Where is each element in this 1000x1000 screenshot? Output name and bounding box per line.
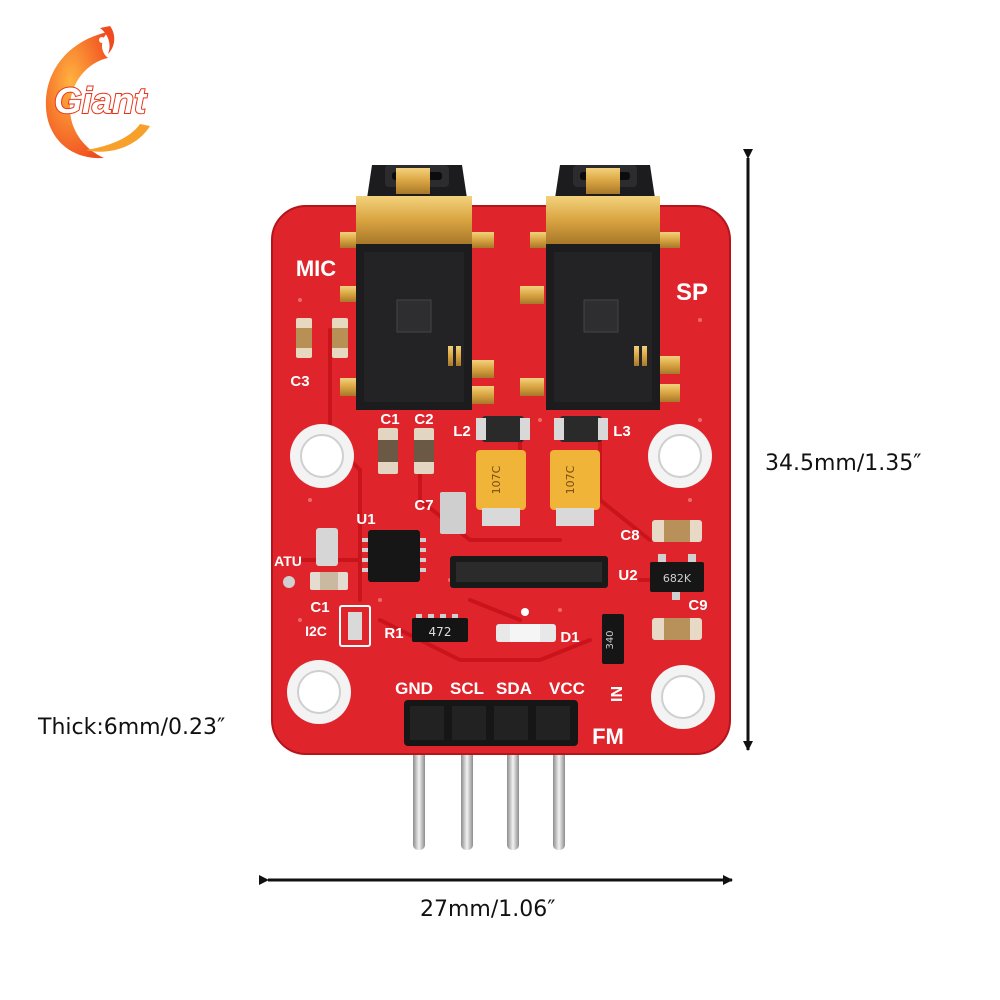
label-vcc: VCC xyxy=(549,679,585,698)
label-c1-top: C1 xyxy=(380,411,399,428)
label-l2: L2 xyxy=(453,423,471,440)
label-fm: FM xyxy=(592,724,624,749)
resistor-array-marking: 472 xyxy=(429,625,452,639)
label-mic: MIC xyxy=(296,256,336,281)
label-sp: SP xyxy=(676,279,708,306)
u2-marking: 682K xyxy=(663,572,692,585)
header-pins xyxy=(413,745,565,850)
audio-jack-sp xyxy=(520,165,680,410)
label-r1: R1 xyxy=(384,625,403,642)
pcb-board: 107C 107C 472 xyxy=(271,165,731,755)
logo-text: Giant xyxy=(54,80,148,121)
label-c3: C3 xyxy=(290,373,309,390)
label-c7: C7 xyxy=(414,497,433,514)
label-atu: ATU xyxy=(274,553,302,569)
part-340-marking: 340 xyxy=(605,630,616,649)
label-i2c: I2C xyxy=(305,623,327,639)
label-l3: L3 xyxy=(613,423,631,440)
width-dimension-label: 27mm/1.06″ xyxy=(420,897,556,922)
brand-logo: Giant xyxy=(45,26,150,159)
label-d1: D1 xyxy=(560,629,579,646)
tantalum-cap-left-marking: 107C xyxy=(490,465,503,494)
label-gnd: GND xyxy=(395,679,433,698)
height-dimension-label: 34.5mm/1.35″ xyxy=(765,451,922,476)
tantalum-cap-right-marking: 107C xyxy=(564,465,577,494)
label-scl: SCL xyxy=(450,679,484,698)
thickness-dimension-label: Thick:6mm/0.23″ xyxy=(38,715,226,740)
label-c2: C2 xyxy=(414,411,433,428)
label-sda: SDA xyxy=(496,679,532,698)
label-u1: U1 xyxy=(356,511,375,528)
label-u2: U2 xyxy=(618,567,637,584)
audio-jack-mic xyxy=(340,165,494,410)
smd-components: 107C 107C 472 xyxy=(283,318,704,664)
mounting-holes xyxy=(287,424,715,729)
label-c9: C9 xyxy=(688,597,707,614)
label-c8: C8 xyxy=(620,527,639,544)
label-c1-bottom: C1 xyxy=(310,599,329,616)
label-in: IN xyxy=(609,686,626,702)
pin-header xyxy=(404,700,578,746)
